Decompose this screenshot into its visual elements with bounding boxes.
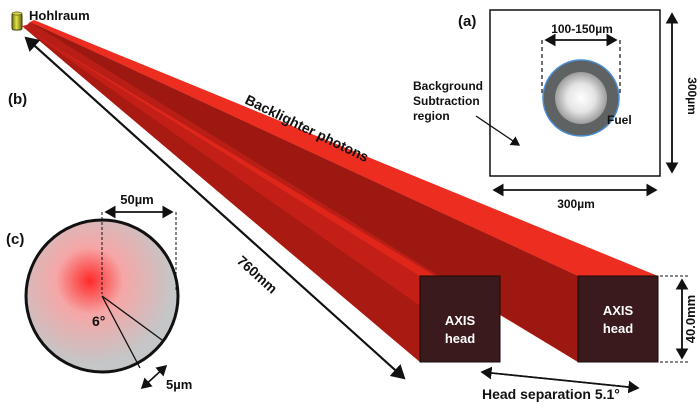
box-height-label: 300µm [685, 77, 699, 115]
panel-a-label: (a) [458, 13, 476, 30]
distance-label: 760mm [234, 252, 281, 296]
wedge-width-label: 5µm [166, 377, 192, 392]
spot-radius-label: 50µm [120, 192, 154, 207]
fuel-diameter-label: 100-150µm [551, 22, 613, 36]
background-label-line3: region [413, 109, 450, 123]
box-width-label: 300µm [557, 197, 595, 211]
wedge-line-2 [101, 295, 163, 341]
axis-head-left-line2: head [445, 331, 475, 346]
background-label-line1: Background [413, 79, 483, 93]
fuel-core [555, 72, 607, 124]
hohlraum-icon [11, 11, 23, 31]
background-label-line2: Subtraction [413, 94, 480, 108]
beam-right-top [30, 20, 658, 276]
background-arrow [475, 115, 521, 146]
fuel-label: Fuel [607, 113, 632, 127]
axis-head-left [419, 275, 501, 363]
wedge-line-1 [101, 295, 141, 369]
panel-c-label: (c) [6, 231, 24, 248]
axis-head-right [577, 275, 659, 363]
beam-left-side [22, 26, 420, 362]
panel-a-box [489, 9, 661, 177]
axis-head-left-line1: AXIS [445, 313, 476, 328]
head-height-label: 40.0mm [683, 295, 698, 343]
axis-head-right-line1: AXIS [603, 303, 634, 318]
axis-head-right-line2: head [603, 321, 633, 336]
separation-label: Head separation 5.1° [482, 386, 620, 402]
panel-b-label: (b) [8, 91, 27, 108]
hohlraum-label: Hohlraum [29, 8, 90, 23]
angle-label: 6° [92, 313, 105, 329]
